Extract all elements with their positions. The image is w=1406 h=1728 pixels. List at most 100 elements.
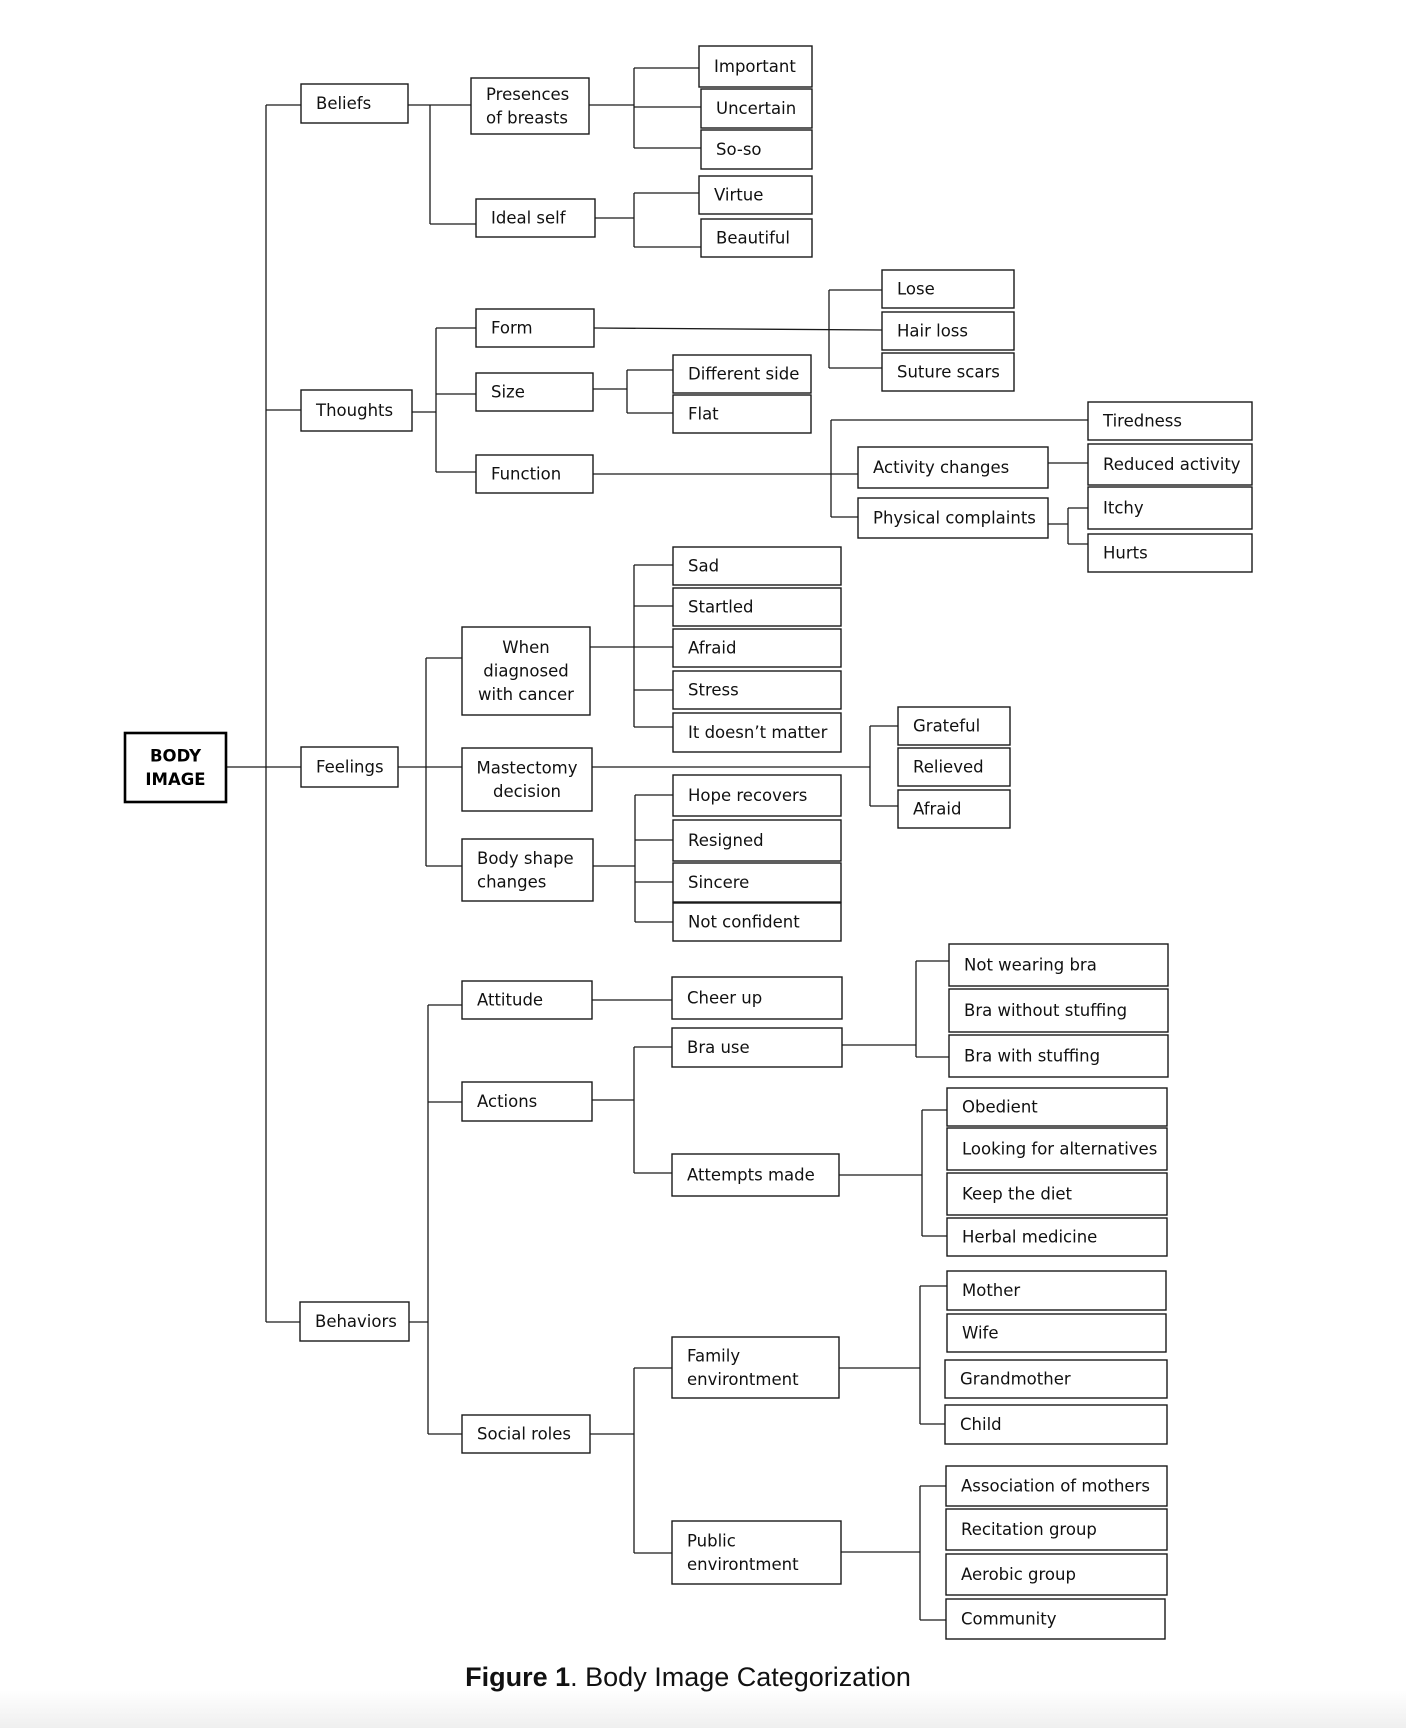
node-label: diagnosed [483,662,568,681]
node-box [945,1598,1166,1640]
node-label: Grateful [913,717,980,736]
node-box [948,1034,1169,1078]
node-label: Suture scars [897,363,1000,382]
node-afraid1: Afraid [672,628,842,668]
node-label: environtment [687,1555,799,1574]
node-beliefs: Beliefs [300,83,409,124]
node-label: Bra without stuffing [964,1001,1127,1020]
node-label: Feelings [316,758,384,777]
node-behaviors: Behaviors [299,1301,410,1342]
node-box [672,354,812,394]
node-label: Actions [477,1092,537,1111]
node-box [672,670,842,710]
node-box [946,1270,1167,1311]
node-community: Community [945,1598,1166,1640]
node-box [1087,486,1253,530]
node-bra-with: Bra with stuffing [948,1034,1169,1078]
node-box [672,546,842,586]
node-important: Important [698,45,813,88]
node-not-confident: Not confident [672,902,842,942]
node-bra-without: Bra without stuffing [948,988,1169,1033]
node-label: Physical complaints [873,509,1036,528]
node-box [475,454,594,494]
node-box [671,1027,843,1068]
node-label: of breasts [486,108,568,127]
figure-caption-text: . Body Image Categorization [570,1662,911,1692]
node-box [671,1153,840,1197]
node-label: Social roles [477,1425,571,1444]
node-suture-scars: Suture scars [881,352,1015,392]
node-box [300,389,413,432]
node-box [857,497,1049,539]
node-box [700,129,813,170]
node-label: Activity changes [873,458,1009,477]
node-social-roles: Social roles [461,1414,591,1454]
node-box [948,988,1169,1033]
node-label: environtment [687,1370,799,1389]
node-label: Not wearing bra [964,956,1097,975]
node-label: Cheer up [687,989,762,1008]
node-recitation: Recitation group [945,1508,1168,1551]
node-label: Not confident [688,913,800,932]
node-function: Function [475,454,594,494]
node-label: Reduced activity [1103,455,1241,474]
node-box [461,1414,591,1454]
node-label: Bra use [687,1038,750,1057]
node-box [698,175,813,215]
node-box [698,45,813,88]
node-label: Uncertain [716,99,796,118]
node-label: Beautiful [716,229,790,248]
node-aerobic: Aerobic group [945,1553,1168,1596]
node-box [700,88,813,129]
node-wife: Wife [946,1313,1167,1353]
node-label: Association of mothers [961,1477,1150,1496]
node-lose: Lose [881,269,1015,309]
node-label: Stress [688,681,739,700]
node-label: Tiredness [1102,412,1182,431]
node-label: Bra with stuffing [964,1047,1100,1066]
node-label: Behaviors [315,1312,397,1331]
node-box [881,269,1015,309]
node-label: Hurts [1103,544,1148,563]
node-box [944,1359,1168,1399]
node-label: Ideal self [491,209,567,228]
node-label: Keep the diet [962,1185,1073,1204]
node-attitude: Attitude [461,980,593,1020]
node-box [897,789,1011,829]
node-label: Itchy [1103,499,1144,518]
node-box [299,1301,410,1342]
node-label: Startled [688,598,754,617]
node-box [946,1172,1168,1216]
node-box [946,1217,1168,1257]
node-attempts-made: Attempts made [671,1153,840,1197]
node-box [475,308,595,348]
node-label: Mother [962,1281,1020,1300]
node-box [946,1313,1167,1353]
node-label: Afraid [688,639,736,658]
figure-caption: Figure 1. Body Image Categorization [0,1662,1376,1693]
node-label: Presences [486,85,569,104]
node-label: Aerobic group [961,1565,1076,1584]
node-box [945,1465,1168,1507]
node-reduced-activity: Reduced activity [1087,443,1253,486]
node-mastectomy: Mastectomy decision [461,747,593,812]
node-hair-loss: Hair loss [881,311,1015,351]
node-hope-recovers: Hope recovers [672,774,842,817]
node-resigned: Resigned [672,819,842,862]
node-presences: Presences of breasts [470,77,590,135]
node-doesnt-matter: It doesn’t matter [672,712,842,753]
node-label: Mastectomy [476,758,577,777]
node-virtue: Virtue [698,175,813,215]
root-node-label: BODY [150,746,202,765]
node-label: Sad [688,557,719,576]
node-label: with cancer [478,685,574,704]
node-label: Size [491,383,525,402]
node-label: Attempts made [687,1166,815,1185]
node-label: Community [961,1610,1057,1629]
node-label: Thoughts [315,401,393,420]
node-label: decision [493,782,561,801]
node-box [881,352,1015,392]
